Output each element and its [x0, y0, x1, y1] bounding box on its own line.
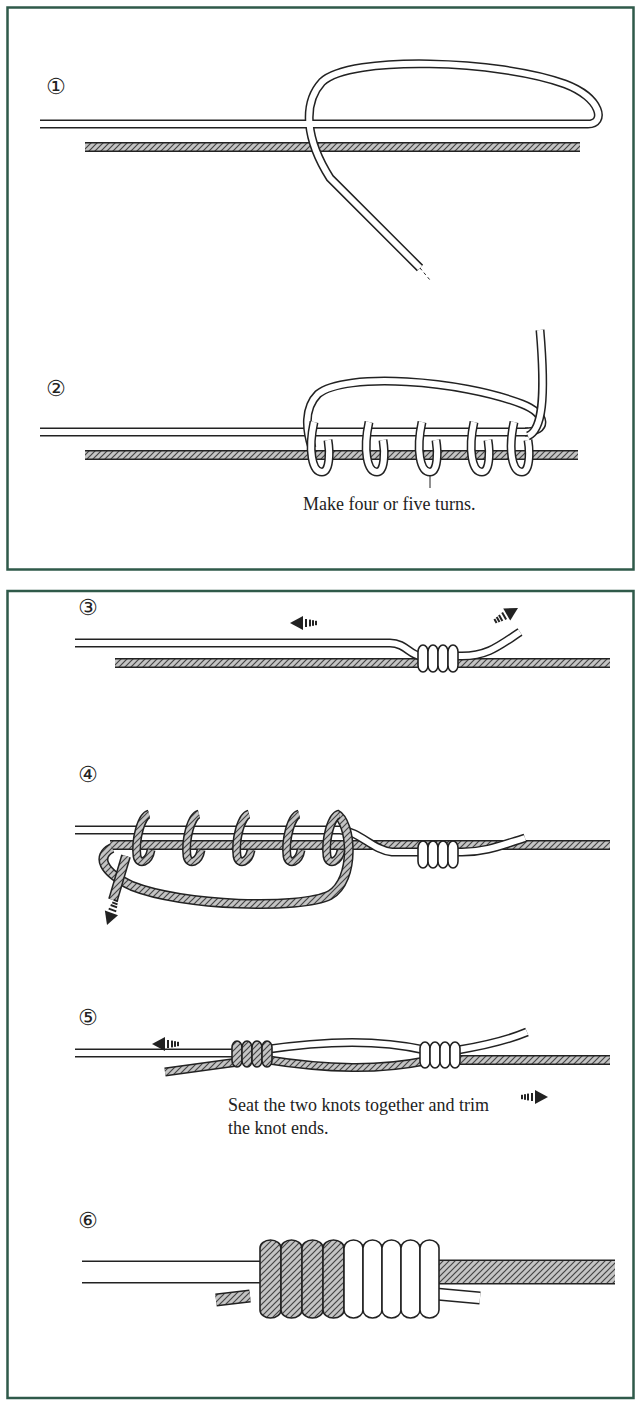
braid-loop	[103, 814, 348, 904]
knot-turn	[450, 1042, 460, 1068]
line-continues	[420, 268, 430, 280]
knot-turn	[438, 645, 448, 672]
step-number: ④	[78, 764, 98, 786]
knot-turn-large	[344, 1240, 363, 1318]
knot-turn	[252, 1041, 262, 1067]
wrap-turn	[137, 814, 151, 862]
tag-end	[165, 1062, 238, 1072]
step-number: ①	[46, 76, 66, 98]
step-number: ⑤	[78, 1007, 98, 1029]
knot-turn	[430, 1042, 440, 1068]
knot-turn	[448, 841, 458, 868]
pull-arrow	[521, 1090, 548, 1104]
leader-line	[430, 476, 431, 488]
instruction-note: Make four or five turns.	[303, 493, 603, 516]
pull-arrow	[100, 897, 122, 927]
knot-turn	[242, 1041, 252, 1067]
braid-line	[85, 147, 580, 148]
knot-turn	[232, 1041, 242, 1067]
knot-turn	[428, 841, 438, 868]
knot-turn	[420, 1042, 430, 1068]
pull-arrow	[491, 602, 521, 628]
wrap-turn	[511, 422, 529, 472]
knot-turn	[448, 645, 458, 672]
knot-turn	[438, 841, 448, 868]
wrap-turn	[187, 814, 201, 862]
pull-arrow	[152, 1037, 179, 1051]
braid-line	[460, 1060, 610, 1061]
knot-turn	[440, 1042, 450, 1068]
step-number: ②	[46, 378, 66, 400]
panel-border	[8, 591, 634, 1398]
wrap-turn	[327, 814, 341, 862]
knot-turn-large	[420, 1240, 439, 1318]
instruction-note: Seat the two knots together and trim the…	[228, 1094, 496, 1141]
braid-line	[115, 663, 610, 664]
trimmed-end	[216, 1296, 250, 1300]
knot-turn	[418, 841, 428, 868]
braid-line	[435, 1272, 615, 1273]
mono-line	[75, 1053, 245, 1054]
knot-turn-large	[382, 1240, 401, 1318]
wrap-turn	[237, 814, 251, 862]
knot-turn-large	[363, 1240, 382, 1318]
knot-turn-large	[260, 1240, 281, 1318]
wrap-turn	[419, 422, 437, 472]
knot-turn-large	[401, 1240, 420, 1318]
knot-turn-large	[281, 1240, 302, 1318]
mono-line	[262, 1043, 425, 1051]
braid-line	[262, 1059, 425, 1068]
tag-end	[113, 856, 126, 900]
mono-line	[40, 432, 528, 433]
step-number: ⑥	[78, 1210, 98, 1232]
knot-turn-large	[323, 1240, 344, 1318]
panel-border	[8, 8, 634, 570]
knot-turn	[428, 645, 438, 672]
mono-loop	[307, 381, 541, 448]
tag-end	[528, 330, 543, 436]
mono-line	[82, 1272, 270, 1273]
wrap-turn	[471, 422, 489, 472]
mono-line	[40, 64, 598, 268]
knot-turn	[418, 645, 428, 672]
pull-arrow	[290, 616, 317, 630]
step-number: ③	[78, 597, 98, 619]
line-drawing	[40, 64, 615, 1318]
knot-turn	[262, 1041, 272, 1067]
wrap-turn	[311, 422, 329, 472]
tag-end	[458, 1032, 527, 1050]
trimmed-end	[436, 1294, 480, 1298]
knot-turn-large	[302, 1240, 323, 1318]
wrap-turn	[287, 814, 301, 862]
wrap-turn	[366, 422, 384, 472]
